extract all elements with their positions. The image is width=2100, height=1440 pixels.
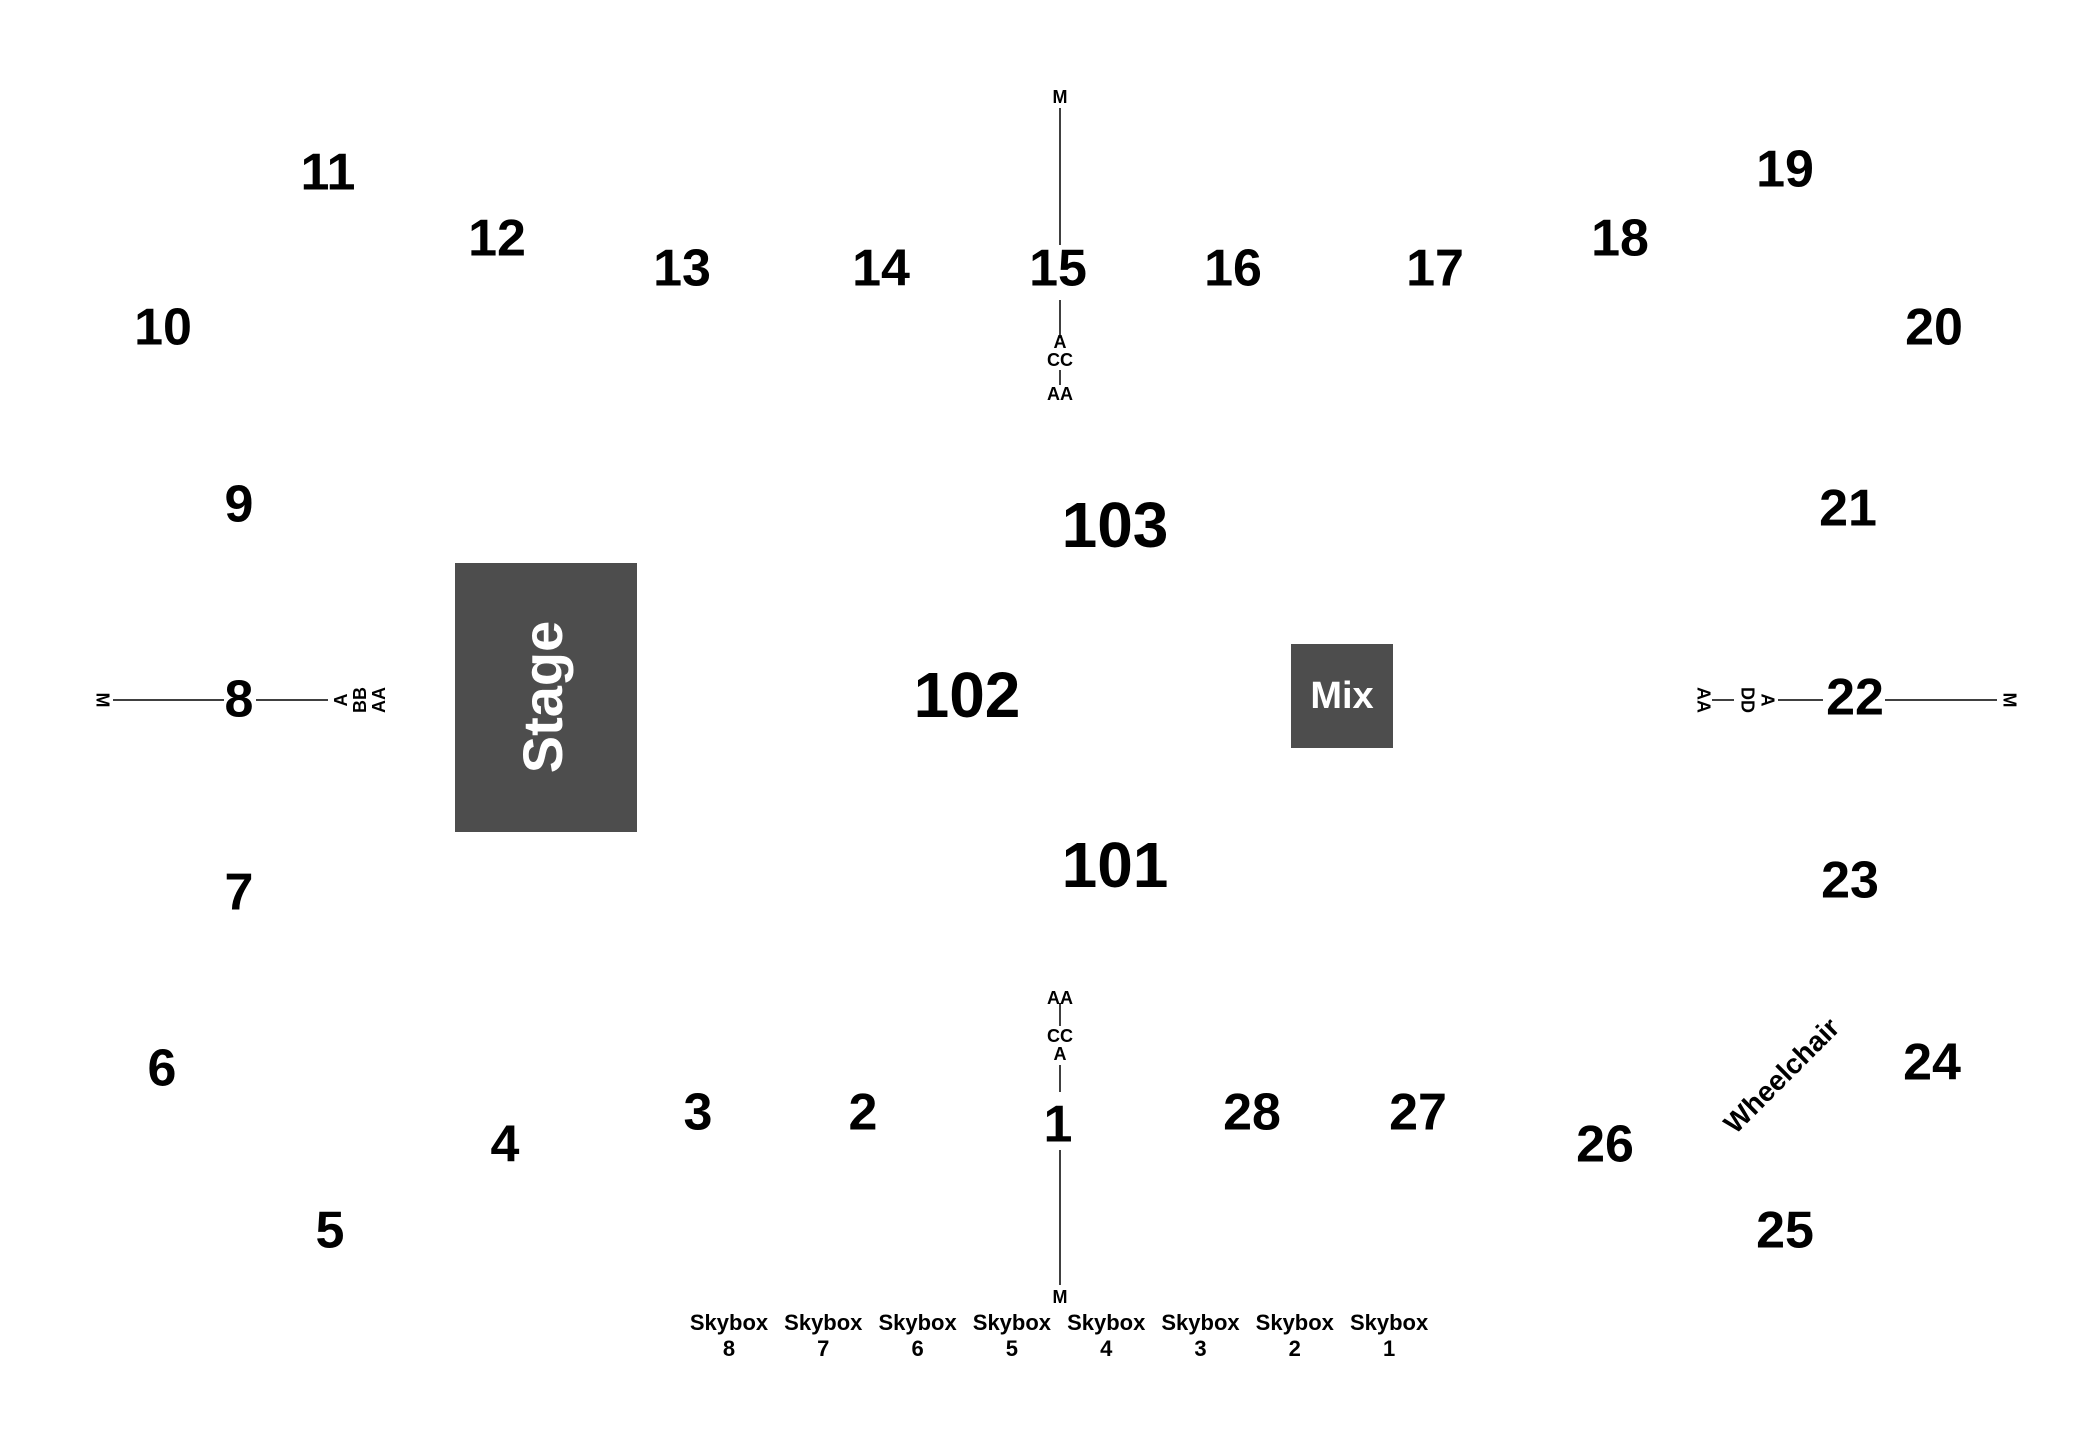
- skybox-number: 2: [1289, 1336, 1301, 1361]
- floor-sections: 103 102 101: [914, 489, 1169, 901]
- section-23[interactable]: 23: [1821, 852, 1879, 910]
- section-6[interactable]: 6: [148, 1040, 177, 1098]
- section-25[interactable]: 25: [1756, 1202, 1814, 1260]
- section-15[interactable]: 15: [1029, 240, 1087, 298]
- section-13[interactable]: 13: [653, 240, 711, 298]
- section-14[interactable]: 14: [852, 240, 910, 298]
- row-label-a-bottom: A: [1054, 1044, 1067, 1064]
- skybox-word: Skybox: [784, 1310, 863, 1335]
- row-label-bb-left: BB: [350, 687, 370, 713]
- floor-section-103[interactable]: 103: [1062, 489, 1169, 561]
- section-12[interactable]: 12: [468, 210, 526, 268]
- section-16[interactable]: 16: [1204, 240, 1262, 298]
- section-24[interactable]: 24: [1903, 1034, 1961, 1092]
- row-label-m-left: M: [92, 693, 112, 708]
- skybox-number: 3: [1194, 1336, 1206, 1361]
- section-11[interactable]: 11: [301, 144, 356, 202]
- seating-sections: 11 12 13 14 15 16 17 18 19 10 20 9 21 8 …: [134, 141, 1963, 1260]
- stage-label: Stage: [511, 621, 574, 774]
- row-label-a-right: A: [1757, 694, 1777, 707]
- row-label-aa-top: AA: [1047, 384, 1073, 404]
- section-1[interactable]: 1: [1044, 1096, 1073, 1154]
- skybox-word: Skybox: [1256, 1310, 1335, 1335]
- section-2[interactable]: 2: [849, 1084, 878, 1142]
- floor-section-101[interactable]: 101: [1062, 829, 1169, 901]
- skybox-word: Skybox: [973, 1310, 1052, 1335]
- skybox-word: Skybox: [1067, 1310, 1146, 1335]
- section-20[interactable]: 20: [1905, 299, 1963, 357]
- section-22[interactable]: 22: [1826, 669, 1884, 727]
- section-28[interactable]: 28: [1223, 1084, 1281, 1142]
- row-labels-right: AA DD A M: [1693, 687, 2019, 713]
- mix-block: [1291, 644, 1393, 748]
- skybox-number: 6: [911, 1336, 923, 1361]
- section-10[interactable]: 10: [134, 299, 192, 357]
- section-18[interactable]: 18: [1591, 210, 1649, 268]
- stage[interactable]: Stage: [455, 563, 637, 832]
- mix-position: Mix: [1291, 644, 1393, 748]
- row-label-cc-bottom: CC: [1047, 1026, 1073, 1046]
- section-21[interactable]: 21: [1819, 480, 1877, 538]
- skybox-word: Skybox: [878, 1310, 957, 1335]
- row-label-m-right: M: [1999, 693, 2019, 708]
- section-4[interactable]: 4: [491, 1116, 520, 1174]
- row-label-aa-right: AA: [1693, 687, 1713, 713]
- row-label-dd-right: DD: [1737, 687, 1757, 713]
- wheelchair-area-label: Wheelchair: [1718, 1012, 1846, 1140]
- skybox-word: Skybox: [1161, 1310, 1240, 1335]
- section-26[interactable]: 26: [1576, 1116, 1634, 1174]
- row-label-aa-left: AA: [369, 687, 389, 713]
- row-label-m-top: M: [1053, 87, 1068, 107]
- floor-section-102[interactable]: 102: [914, 659, 1021, 731]
- row-label-m-bottom: M: [1053, 1287, 1068, 1307]
- row-label-cc-top: CC: [1047, 350, 1073, 370]
- skybox-row: Skybox8Skybox7Skybox6Skybox5Skybox4Skybo…: [690, 1310, 1429, 1361]
- row-labels-bottom: AA CC A M: [1047, 988, 1073, 1307]
- section-7[interactable]: 7: [225, 864, 254, 922]
- row-labels-top: M A CC AA: [1047, 87, 1073, 404]
- skybox-number: 4: [1100, 1336, 1113, 1361]
- row-marker-lines: [113, 108, 1997, 1285]
- skybox-number: 1: [1383, 1336, 1395, 1361]
- mix-label: Mix: [1310, 675, 1373, 717]
- row-label-a-top: A: [1054, 332, 1067, 352]
- skybox-number: 8: [723, 1336, 735, 1361]
- skybox-number: 7: [817, 1336, 829, 1361]
- row-label-aa-bottom: AA: [1047, 988, 1073, 1008]
- section-27[interactable]: 27: [1389, 1084, 1447, 1142]
- row-labels-left: M A BB AA: [92, 687, 389, 713]
- section-8[interactable]: 8: [225, 671, 254, 729]
- skybox-number: 5: [1006, 1336, 1018, 1361]
- section-17[interactable]: 17: [1406, 240, 1464, 298]
- skybox-word: Skybox: [1350, 1310, 1429, 1335]
- stage-block: [455, 563, 637, 832]
- section-3[interactable]: 3: [684, 1084, 713, 1142]
- row-label-a-left: A: [331, 694, 351, 707]
- section-19[interactable]: 19: [1756, 141, 1814, 199]
- section-9[interactable]: 9: [225, 476, 254, 534]
- section-5[interactable]: 5: [316, 1202, 345, 1260]
- skybox-word: Skybox: [690, 1310, 769, 1335]
